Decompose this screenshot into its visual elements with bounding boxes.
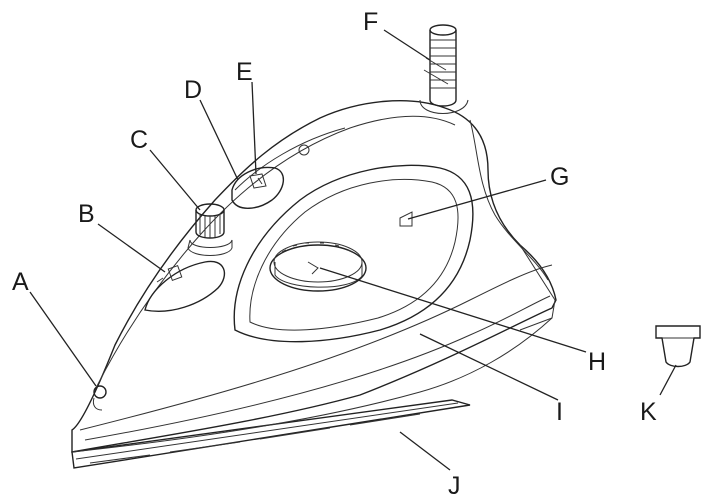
leader-h bbox=[319, 267, 587, 353]
label-f: F bbox=[363, 8, 378, 36]
leader-lines bbox=[29, 29, 677, 471]
leader-k bbox=[659, 364, 677, 396]
water-tank-window bbox=[233, 164, 474, 343]
label-h: H bbox=[588, 348, 606, 376]
leader-g bbox=[407, 179, 547, 220]
label-c: C bbox=[130, 126, 148, 154]
temperature-dial bbox=[269, 241, 367, 292]
leader-j bbox=[399, 431, 451, 471]
label-i: I bbox=[556, 398, 563, 426]
leader-f bbox=[383, 29, 431, 61]
spray-nozzle bbox=[92, 385, 107, 411]
label-a: A bbox=[12, 268, 29, 296]
label-g: G bbox=[550, 163, 569, 191]
leader-e bbox=[251, 81, 257, 175]
measuring-cup bbox=[655, 325, 701, 368]
leader-b bbox=[97, 223, 166, 273]
label-d: D bbox=[184, 76, 202, 104]
soleplate bbox=[71, 399, 471, 469]
burst-steam-button bbox=[231, 166, 284, 209]
label-k: K bbox=[640, 398, 657, 426]
label-e: E bbox=[236, 58, 253, 86]
spray-button bbox=[187, 203, 233, 256]
cord-bushing bbox=[419, 24, 469, 114]
part-labels: A B C D E F G H I J K bbox=[12, 8, 657, 500]
leader-d bbox=[199, 99, 239, 181]
label-b: B bbox=[78, 200, 95, 228]
leader-a bbox=[29, 291, 97, 387]
leader-i bbox=[419, 333, 559, 401]
label-j: J bbox=[448, 472, 461, 500]
leader-c bbox=[149, 149, 201, 211]
steam-selector bbox=[144, 260, 226, 312]
iron-body bbox=[71, 100, 557, 453]
